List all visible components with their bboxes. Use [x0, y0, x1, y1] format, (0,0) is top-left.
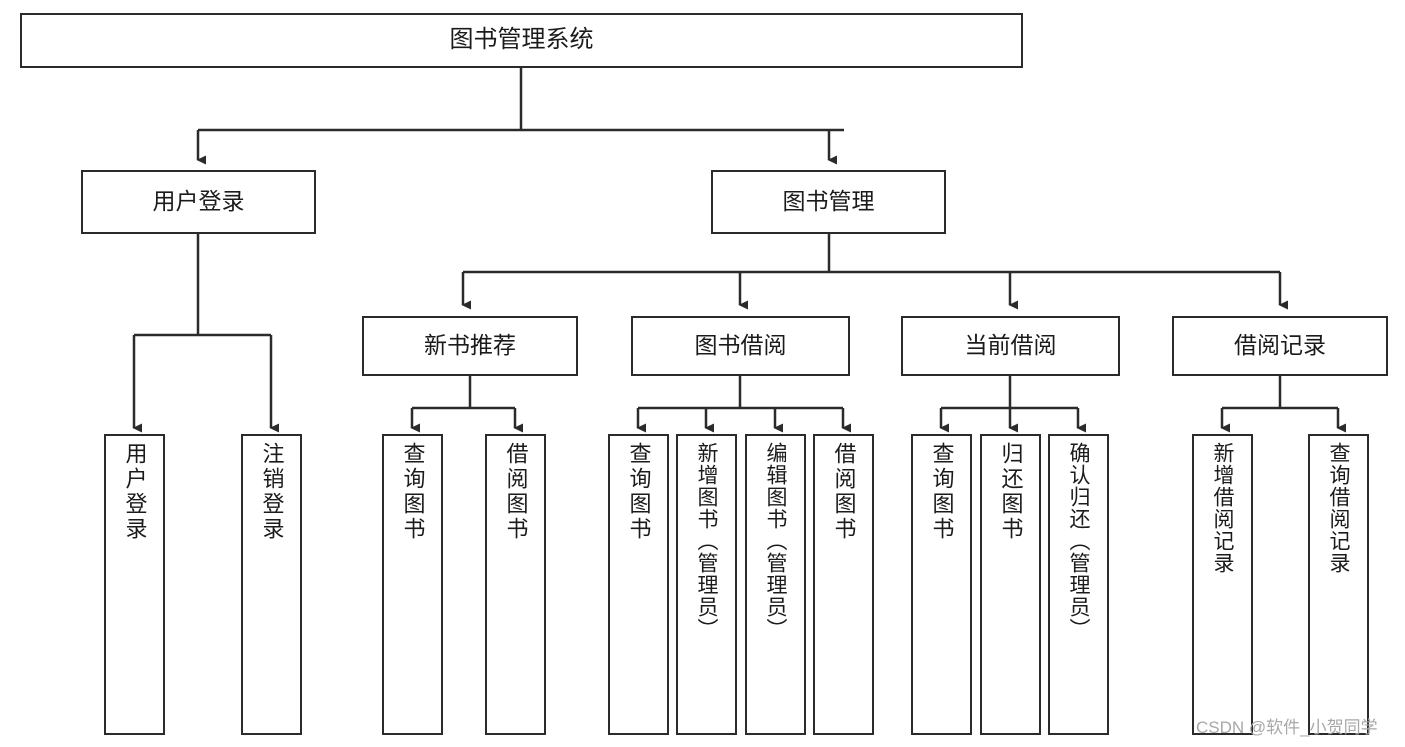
- node-label: 编辑图书（管理员）: [764, 442, 787, 640]
- node-label: 新增图书（管理员）: [695, 442, 718, 640]
- leaf-edit-book-admin[interactable]: 编辑图书（管理员）: [745, 434, 806, 735]
- leaf-query-book-recommend[interactable]: 查询图书: [382, 434, 443, 735]
- node-label: 归还图书: [998, 442, 1024, 542]
- leaf-borrow-book[interactable]: 借阅图书: [813, 434, 874, 735]
- node-label: 用户登录: [152, 188, 245, 215]
- node-borrow-record[interactable]: 借阅记录: [1172, 316, 1388, 376]
- leaf-user-login[interactable]: 用户登录: [104, 434, 165, 735]
- node-label: 查询借阅记录: [1327, 442, 1350, 574]
- node-label: 借阅图书: [503, 442, 529, 542]
- node-current-borrow[interactable]: 当前借阅: [901, 316, 1120, 376]
- node-label: 注销登录: [259, 442, 285, 542]
- node-label: 借阅记录: [1234, 332, 1326, 359]
- leaf-confirm-return-admin[interactable]: 确认归还（管理员）: [1048, 434, 1109, 735]
- leaf-query-book-borrow[interactable]: 查询图书: [608, 434, 669, 735]
- leaf-add-borrow-record[interactable]: 新增借阅记录: [1192, 434, 1253, 735]
- node-user-login[interactable]: 用户登录: [81, 170, 316, 234]
- leaf-query-borrow-record[interactable]: 查询借阅记录: [1308, 434, 1369, 735]
- node-label: 用户登录: [122, 442, 148, 542]
- leaf-query-book-current[interactable]: 查询图书: [911, 434, 972, 735]
- node-root-system[interactable]: 图书管理系统: [20, 13, 1023, 68]
- leaf-return-book[interactable]: 归还图书: [980, 434, 1041, 735]
- node-label: 图书管理: [782, 188, 875, 215]
- node-label: 查询图书: [626, 442, 652, 542]
- watermark-text: CSDN @软件_小贺同学: [1196, 718, 1378, 737]
- node-label: 新书推荐: [424, 332, 516, 359]
- leaf-add-book-admin[interactable]: 新增图书（管理员）: [676, 434, 737, 735]
- node-label: 新增借阅记录: [1211, 442, 1234, 574]
- node-book-borrow[interactable]: 图书借阅: [631, 316, 850, 376]
- node-book-management[interactable]: 图书管理: [711, 170, 946, 234]
- node-label: 图书管理系统: [449, 26, 594, 54]
- node-new-book-recommend[interactable]: 新书推荐: [362, 316, 578, 376]
- node-label: 当前借阅: [964, 332, 1057, 359]
- node-label: 确认归还（管理员）: [1067, 442, 1090, 640]
- node-label: 查询图书: [929, 442, 955, 542]
- node-label: 图书借阅: [694, 332, 787, 359]
- node-label: 借阅图书: [831, 442, 857, 542]
- leaf-borrow-book-recommend[interactable]: 借阅图书: [485, 434, 546, 735]
- leaf-logout[interactable]: 注销登录: [241, 434, 302, 735]
- node-label: 查询图书: [400, 442, 426, 542]
